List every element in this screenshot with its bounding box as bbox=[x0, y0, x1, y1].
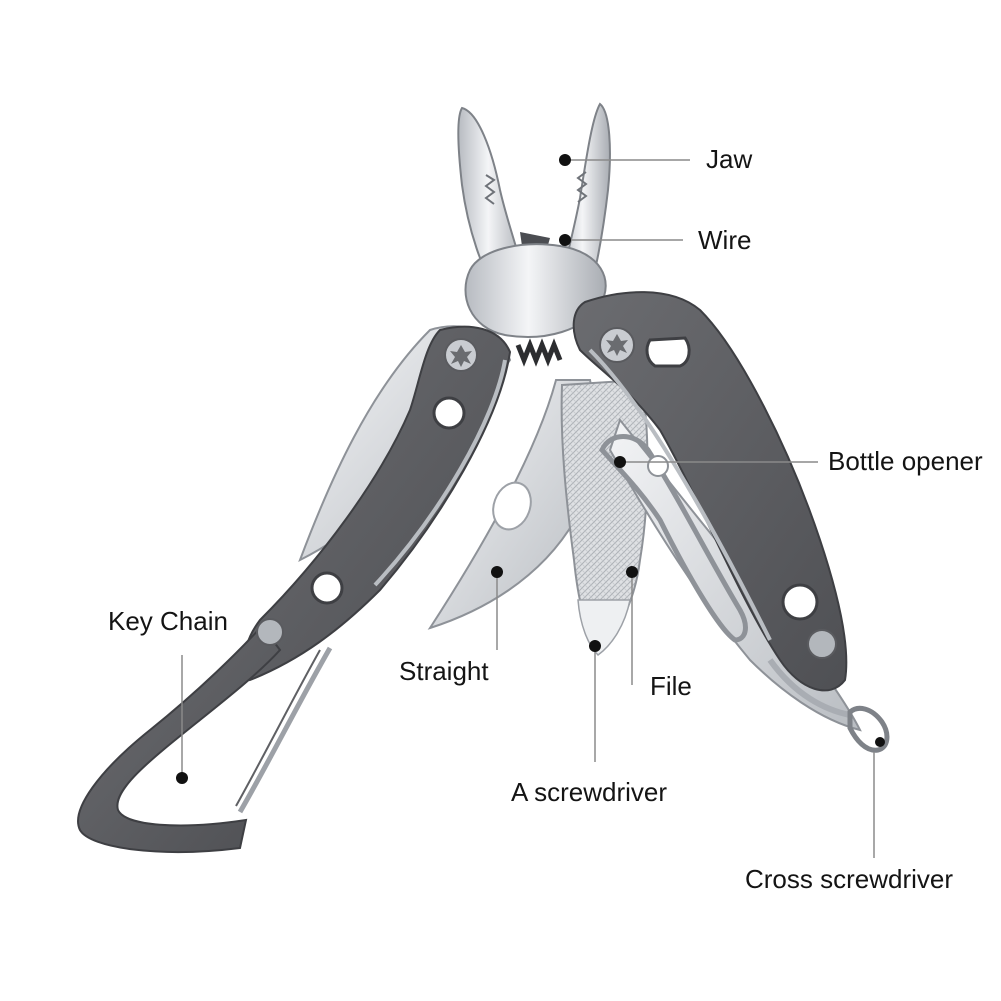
label-straight: Straight bbox=[399, 656, 489, 686]
bottle-opener-hole bbox=[645, 336, 691, 368]
cross-screwdriver-tip bbox=[847, 705, 890, 753]
callout-dot-jaw bbox=[559, 154, 571, 166]
left-handle-edge bbox=[373, 359, 507, 587]
callout-key-chain bbox=[176, 655, 188, 784]
callout-cross-screwdriver bbox=[873, 737, 885, 858]
screwdriver-tip bbox=[577, 599, 631, 656]
left-handle-hole-1 bbox=[432, 396, 466, 430]
label-bottle-opener: Bottle opener bbox=[828, 446, 983, 476]
jaw-teeth-right bbox=[576, 171, 588, 203]
carabiner-gate bbox=[237, 646, 333, 814]
callout-straight bbox=[491, 566, 503, 650]
right-handle-lower-edge bbox=[767, 658, 851, 718]
bottle-opener-ring bbox=[647, 455, 669, 477]
callout-file bbox=[626, 566, 638, 685]
callout-screwdriver bbox=[589, 640, 601, 762]
right-rivet bbox=[807, 629, 837, 659]
label-jaw: Jaw bbox=[706, 144, 753, 174]
left-torx-star bbox=[450, 345, 472, 367]
label-wire: Wire bbox=[698, 225, 752, 255]
blade-thumb-hole bbox=[492, 481, 532, 531]
callout-jaw bbox=[559, 154, 690, 166]
spring bbox=[515, 338, 563, 367]
callout-bottle-opener bbox=[614, 456, 818, 468]
label-screwdriver: A screwdriver bbox=[511, 777, 668, 807]
label-key-chain: Key Chain bbox=[108, 606, 228, 636]
callout-dot-bottle-opener bbox=[614, 456, 626, 468]
callout-dot-screwdriver bbox=[589, 640, 601, 652]
left-rivet bbox=[256, 618, 284, 646]
bottle-opener-tool bbox=[599, 434, 748, 643]
callout-dot-straight bbox=[491, 566, 503, 578]
callout-dot-file bbox=[626, 566, 638, 578]
right-torx-star bbox=[606, 334, 628, 356]
callout-dot-wire bbox=[559, 234, 571, 246]
callout-dot-cross-screwdriver bbox=[875, 737, 885, 747]
jaw-teeth-left bbox=[484, 174, 496, 205]
carabiner bbox=[77, 624, 282, 853]
left-handle bbox=[243, 325, 512, 682]
callout-wire bbox=[559, 234, 683, 246]
callout-dot-key-chain bbox=[176, 772, 188, 784]
right-handle-hole bbox=[781, 583, 819, 621]
carabiner-gate-inner bbox=[235, 649, 321, 807]
left-handle-hole-2 bbox=[310, 571, 344, 605]
label-cross-screwdriver: Cross screwdriver bbox=[745, 864, 954, 894]
label-file: File bbox=[650, 671, 692, 701]
